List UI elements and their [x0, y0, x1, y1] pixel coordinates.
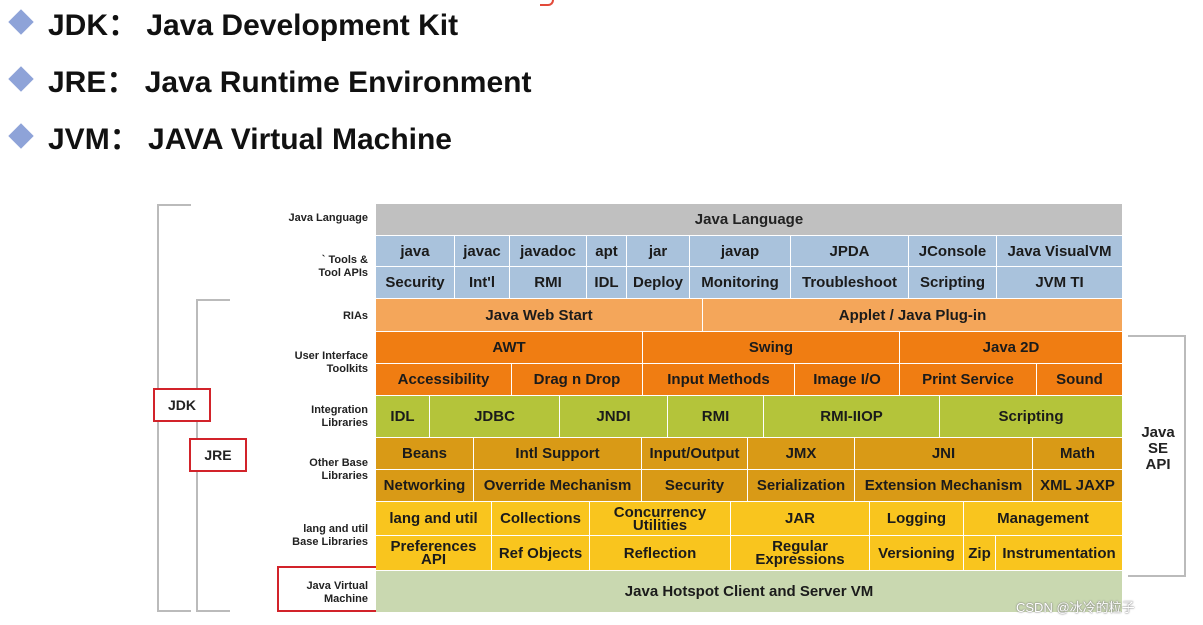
cell-rmi-tools: RMI — [510, 267, 587, 299]
cell-java-language: Java Language — [376, 204, 1123, 236]
cell-javadoc: javadoc — [510, 236, 587, 267]
bullet-jvm: JVM： JAVA Virtual Machine — [8, 114, 452, 158]
cell-zip: Zip — [964, 536, 996, 571]
cell-image-io: Image I/O — [795, 364, 900, 396]
bullet-jre: JRE： Java Runtime Environment — [8, 57, 531, 101]
cell-applet-plugin: Applet / Java Plug-in — [703, 299, 1123, 332]
cell-networking: Networking — [376, 470, 474, 502]
jdk-label: JDK — [153, 388, 211, 422]
cell-awt: AWT — [376, 332, 643, 364]
diamond-bullet-icon — [8, 9, 34, 35]
cell-override-mechanism: Override Mechanism — [474, 470, 642, 502]
java-se-api-bracket — [1128, 335, 1186, 577]
cell-management: Management — [964, 502, 1123, 536]
cell-instrumentation: Instrumentation — [996, 536, 1123, 571]
row-label-rias: RIAs — [342, 310, 368, 322]
cell-javap: javap — [690, 236, 791, 267]
cell-input-methods: Input Methods — [643, 364, 795, 396]
cell-idl: IDL — [376, 396, 430, 438]
jre-label: JRE — [189, 438, 247, 472]
cell-lang-and-util: lang and util — [376, 502, 492, 536]
cell-apt: apt — [587, 236, 627, 267]
diamond-bullet-icon — [8, 66, 34, 92]
cell-versioning: Versioning — [870, 536, 964, 571]
cell-ref-objects: Ref Objects — [492, 536, 590, 571]
cell-monitoring: Monitoring — [690, 267, 791, 299]
diamond-bullet-icon — [8, 123, 34, 149]
cell-jdbc: JDBC — [430, 396, 560, 438]
cell-intl-tools: Int'l — [455, 267, 510, 299]
cell-jar: JAR — [731, 502, 870, 536]
cell-extension-mechanism: Extension Mechanism — [855, 470, 1033, 502]
cell-collections: Collections — [492, 502, 590, 536]
bullet-jdk: JDK： Java Development Kit — [8, 0, 458, 44]
cell-math: Math — [1033, 438, 1123, 470]
cell-security-tools: Security — [376, 267, 455, 299]
cell-serialization: Serialization — [748, 470, 855, 502]
bullet-text: JRE： Java Runtime Environment — [48, 66, 532, 99]
cell-jmx: JMX — [748, 438, 855, 470]
cell-java-web-start: Java Web Start — [376, 299, 703, 332]
jvm-highlight-box — [277, 566, 383, 612]
cell-java-2d: Java 2D — [900, 332, 1123, 364]
cell-rmi: RMI — [668, 396, 764, 438]
cell-javac: javac — [455, 236, 510, 267]
cell-beans: Beans — [376, 438, 474, 470]
row-label-java-language: Java Language — [288, 212, 368, 224]
cell-accessibility: Accessibility — [376, 364, 512, 396]
cell-idl-tools: IDL — [587, 267, 627, 299]
cell-security: Security — [642, 470, 748, 502]
bullet-text: JDK： Java Development Kit — [48, 9, 459, 42]
cell-jconsole: JConsole — [909, 236, 997, 267]
cell-java: java — [376, 236, 455, 267]
cell-print-service: Print Service — [900, 364, 1037, 396]
cell-reflection: Reflection — [590, 536, 731, 571]
cell-scripting-tools: Scripting — [909, 267, 997, 299]
red-pen-mark — [540, 0, 554, 6]
cell-drag-n-drop: Drag n Drop — [512, 364, 643, 396]
cell-input-output: Input/Output — [642, 438, 748, 470]
cell-visualvm: Java VisualVM — [997, 236, 1123, 267]
cell-jvmti: JVM TI — [997, 267, 1123, 299]
bullet-text: JVM： JAVA Virtual Machine — [48, 123, 452, 156]
cell-rmi-iiop: RMI-IIOP — [764, 396, 940, 438]
cell-xml-jaxp: XML JAXP — [1033, 470, 1123, 502]
row-label-tools: ` Tools &Tool APIs — [318, 254, 369, 279]
java-se-api-label: Java SE API — [1141, 424, 1175, 473]
cell-jar: jar — [627, 236, 690, 267]
cell-jpda: JPDA — [791, 236, 909, 267]
cell-sound: Sound — [1037, 364, 1123, 396]
cell-troubleshoot: Troubleshoot — [791, 267, 909, 299]
cell-intl-support: Intl Support — [474, 438, 642, 470]
cell-jni: JNI — [855, 438, 1033, 470]
cell-logging: Logging — [870, 502, 964, 536]
cell-scripting: Scripting — [940, 396, 1123, 438]
cell-hotspot-vm: Java Hotspot Client and Server VM — [376, 571, 1123, 613]
watermark: CSDN @冰冷的粒子 — [1016, 600, 1135, 615]
cell-deploy: Deploy — [627, 267, 690, 299]
cell-jndi: JNDI — [560, 396, 668, 438]
cell-swing: Swing — [643, 332, 900, 364]
